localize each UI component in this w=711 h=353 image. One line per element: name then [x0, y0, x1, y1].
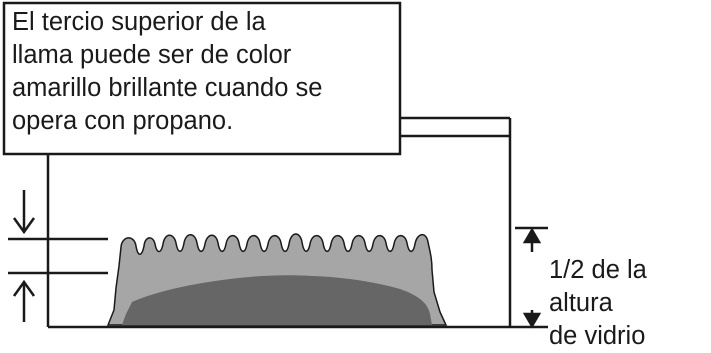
dimension-arrow-up-icon: [522, 227, 542, 244]
left-indicator: [8, 190, 108, 322]
flame-inner: [122, 275, 432, 325]
callout-text: El tercio superior de la llama puede ser…: [12, 8, 323, 135]
arrow-down-icon: [12, 190, 36, 235]
dimension-arrow-down-icon: [522, 312, 542, 329]
arrow-up-icon: [12, 279, 36, 322]
height-dimension: [515, 226, 548, 329]
dimension-label: 1/2 de la altura de vidrio: [549, 256, 647, 350]
firebox-frame: [46, 116, 548, 329]
callout-box: [2, 1, 402, 156]
flame-height-diagram: [2, 1, 548, 329]
